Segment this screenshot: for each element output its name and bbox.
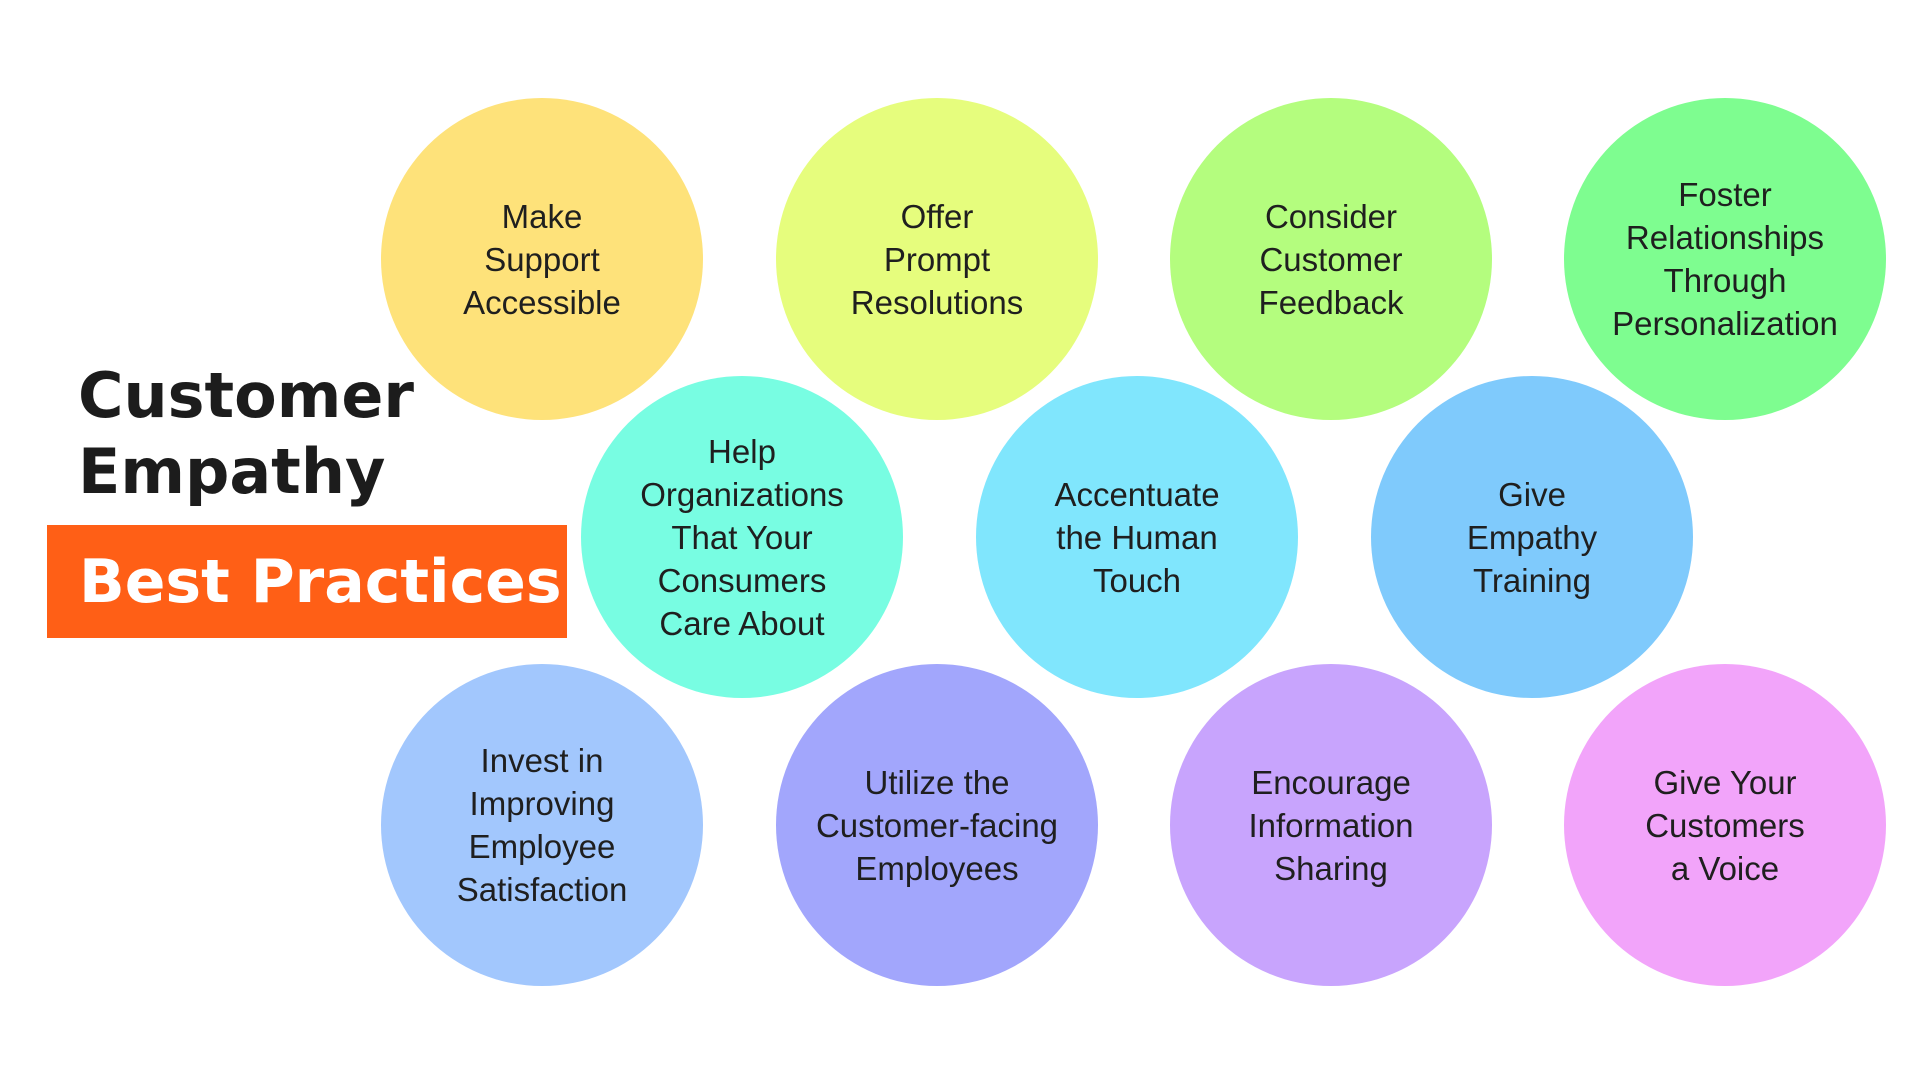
practice-label: Give Empathy Training	[1466, 475, 1598, 599]
practice-circle-encourage-information-sharing: Encourage Information Sharing	[1170, 664, 1492, 986]
practice-circle-give-customers-voice: Give Your Customers a Voice	[1564, 664, 1886, 986]
diagram-title: Customer Empathy	[78, 358, 414, 510]
practice-circle-offer-prompt-resolutions: Offer Prompt Resolutions	[776, 98, 1098, 420]
practice-circle-give-empathy-training: Give Empathy Training	[1371, 376, 1693, 698]
practice-label: Offer Prompt Resolutions	[850, 197, 1024, 321]
practice-circle-accentuate-human-touch: Accentuate the Human Touch	[976, 376, 1298, 698]
practice-circle-make-support-accessible: Make Support Accessible	[381, 98, 703, 420]
practice-label: Accentuate the Human Touch	[1054, 475, 1220, 599]
practice-label: Utilize the Customer-facing Employees	[815, 763, 1059, 887]
practice-label: Give Your Customers a Voice	[1645, 763, 1805, 887]
title-line-2: Empathy	[78, 435, 386, 508]
practice-circle-consider-customer-feedback: Consider Customer Feedback	[1170, 98, 1492, 420]
practice-label: Help Organizations That Your Consumers C…	[640, 432, 844, 642]
practice-label: Make Support Accessible	[463, 197, 621, 321]
practice-circle-utilize-customer-facing-employees: Utilize the Customer-facing Employees	[776, 664, 1098, 986]
practice-circle-invest-employee-satisfaction: Invest in Improving Employee Satisfactio…	[381, 664, 703, 986]
practice-circle-help-organizations: Help Organizations That Your Consumers C…	[581, 376, 903, 698]
title-line-1: Customer	[78, 359, 415, 432]
practice-label: Invest in Improving Employee Satisfactio…	[456, 742, 628, 908]
best-practices-badge: Best Practices	[47, 525, 567, 638]
practice-label: Foster Relationships Through Personaliza…	[1612, 176, 1838, 342]
practice-label: Encourage Information Sharing	[1248, 763, 1414, 887]
practice-label: Consider Customer Feedback	[1258, 197, 1404, 321]
practice-circle-foster-relationships: Foster Relationships Through Personaliza…	[1564, 98, 1886, 420]
